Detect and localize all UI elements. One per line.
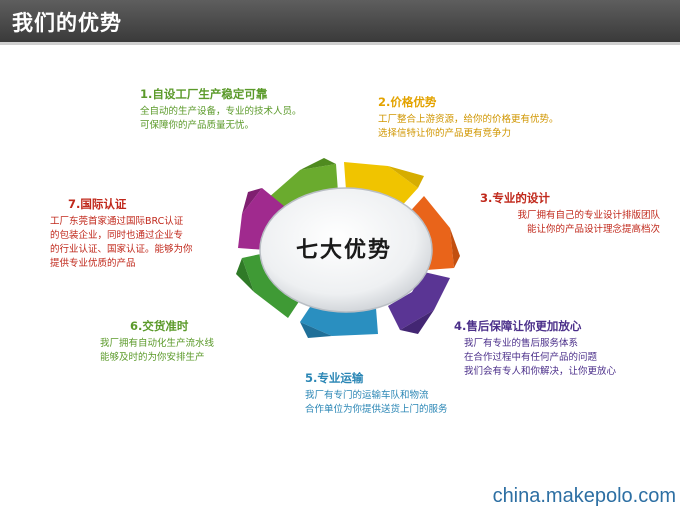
advantage-line: 我厂拥有自己的专业设计排版团队 <box>517 210 660 221</box>
watermark: china.makepolo.com <box>492 485 676 507</box>
advantage-line: 工厂整合上游资源，给你的价格更有优势。 <box>378 114 559 125</box>
advantage-line: 在合作过程中有任何产品的问题 <box>464 352 598 363</box>
advantage-wheel <box>236 158 460 338</box>
advantage-line: 选择信特让你的产品更有竞争力 <box>378 128 512 139</box>
advantage-line: 能让你的产品设计理念提高档次 <box>526 224 660 235</box>
advantage-7: 7.国际认证 工厂东莞首家通过国际BRC认证 的包装企业，同时也通过企业专 的行… <box>50 196 193 271</box>
advantage-line: 的行业认证、国家认证。能够为你 <box>50 244 193 255</box>
advantage-3: 3.专业的设计 我厂拥有自己的专业设计排版团队 能让你的产品设计理念提高档次 <box>470 190 660 237</box>
advantage-title: 5.专业运输 <box>305 371 364 385</box>
wheel-center-title: 七大优势 <box>295 238 392 263</box>
header-divider <box>0 42 680 45</box>
advantage-4: 4.售后保障让你更加放心 我厂有专业的售后服务体系 在合作过程中有任何产品的问题… <box>454 318 616 379</box>
advantage-line: 我厂拥有自动化生产流水线 <box>100 338 215 349</box>
wheel-arrow-green-bottom <box>236 252 304 318</box>
wheel-hub <box>259 187 433 313</box>
page-title: 我们的优势 <box>12 11 122 35</box>
advantage-line: 可保障你的产品质量无忧。 <box>140 120 255 131</box>
advantage-line: 我厂有专业的售后服务体系 <box>464 338 579 349</box>
wheel-arrow-green-top <box>268 158 338 216</box>
advantage-line: 提供专业优质的产品 <box>50 258 136 269</box>
header-bar: 我们的优势 <box>0 0 680 42</box>
advantage-title: 7.国际认证 <box>68 197 127 211</box>
wheel-arrow-yellow <box>344 162 424 210</box>
advantage-line: 的包装企业，同时也通过企业专 <box>50 230 184 241</box>
advantage-2: 2.价格优势 工厂整合上游资源，给你的价格更有优势。 选择信特让你的产品更有竞争… <box>378 94 559 141</box>
advantage-line: 能够及时的为你安排生产 <box>100 352 205 363</box>
advantage-title: 1.自设工厂生产稳定可靠 <box>140 87 268 101</box>
advantage-line: 全自动的生产设备，专业的技术人员。 <box>140 106 302 117</box>
advantage-line: 我们会有专人和你解决，让你更放心 <box>464 366 617 377</box>
advantage-title: 3.专业的设计 <box>480 191 550 205</box>
advantage-line: 我厂有专门的运输车队和物流 <box>305 390 429 401</box>
wheel-arrow-purple <box>388 272 450 334</box>
advantage-1: 1.自设工厂生产稳定可靠 全自动的生产设备，专业的技术人员。 可保障你的产品质量… <box>140 86 302 133</box>
advantage-line: 合作单位为你提供送货上门的服务 <box>305 404 448 415</box>
advantage-title: 4.售后保障让你更加放心 <box>454 319 582 333</box>
advantage-title: 2.价格优势 <box>378 95 437 109</box>
advantage-line: 工厂东莞首家通过国际BRC认证 <box>50 216 184 227</box>
advantage-5: 5.专业运输 我厂有专门的运输车队和物流 合作单位为你提供送货上门的服务 <box>305 370 448 417</box>
advantage-title: 6.交货准时 <box>130 319 189 333</box>
wheel-arrow-magenta <box>238 188 284 250</box>
advantage-6: 6.交货准时 我厂拥有自动化生产流水线 能够及时的为你安排生产 <box>100 318 268 365</box>
